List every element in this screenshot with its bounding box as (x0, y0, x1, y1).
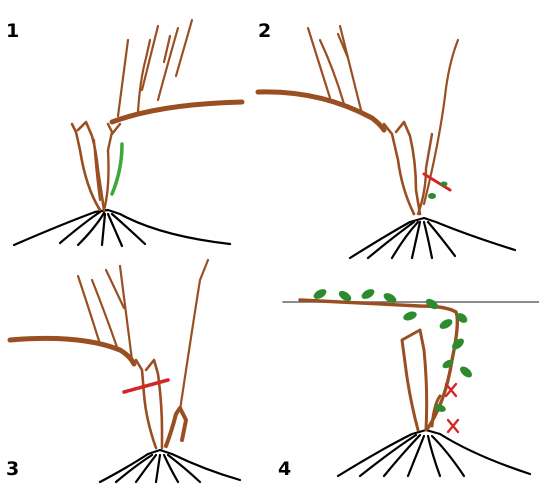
panel-4-ground (338, 430, 530, 476)
panel-1 (14, 20, 242, 246)
panel-3-cut-mark (124, 380, 168, 392)
panel-3 (10, 260, 240, 482)
panel-1-old-cane (112, 102, 242, 122)
panel-3-spur (166, 408, 186, 446)
panel-2-ground (350, 218, 515, 258)
panel-2-old-cane (258, 92, 384, 130)
panel-4-cut-mark-lower (448, 420, 458, 432)
panel-4 (283, 287, 539, 476)
panel-4-trunk (402, 330, 427, 430)
panel-2-new-cane (424, 40, 458, 204)
panel-3-new-cane (180, 260, 208, 410)
panel-1-new-shoot (112, 144, 122, 194)
panel-3-trunk (136, 360, 162, 448)
panel-1-ground (14, 210, 230, 246)
panel-2 (258, 26, 515, 258)
panel-2-trunk (384, 122, 420, 214)
panel-4-cut-mark-upper (446, 384, 456, 396)
panel-3-ground (100, 450, 240, 482)
